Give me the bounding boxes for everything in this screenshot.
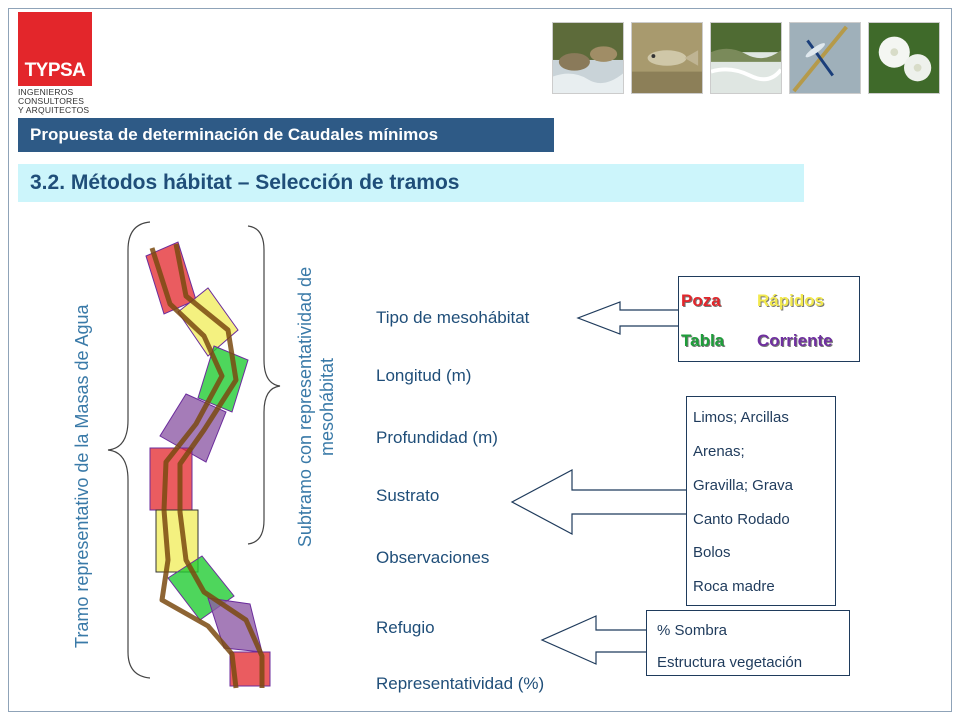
typsa-logo: TYPSA INGENIEROS CONSULTORES Y ARQUITECT… xyxy=(18,12,118,115)
slide-frame xyxy=(8,8,952,712)
logo-subtitle-line: INGENIEROS xyxy=(18,87,74,97)
logo-subtitle-line: Y ARQUITECTOS xyxy=(18,105,90,115)
attr-tipo-mesohabitat: Tipo de mesohábitat xyxy=(376,308,530,327)
subtramo-label: Subtramo con representatividad de mesohá… xyxy=(295,266,337,548)
fish-photo xyxy=(631,22,703,94)
sustrato-item: Gravilla; Grava xyxy=(693,477,794,494)
section-title-bar: 3.2. Métodos hábitat – Selección de tram… xyxy=(18,164,804,202)
attr-profundidad: Profundidad (m) xyxy=(376,428,498,447)
dragonfly-photo xyxy=(789,22,861,94)
right-brace xyxy=(247,225,281,545)
rapids-photo xyxy=(710,22,782,94)
logo-subtitle: INGENIEROS CONSULTORES Y ARQUITECTOS xyxy=(18,88,118,115)
meso-corriente: Corriente xyxy=(757,331,833,350)
sustrato-box: Limos; Arcillas Arenas; Gravilla; Grava … xyxy=(686,396,836,606)
attr-representatividad: Representatividad (%) xyxy=(376,674,545,693)
logo-red-square: TYPSA xyxy=(18,12,92,86)
logo-brand: TYPSA xyxy=(24,60,86,81)
sustrato-item: Limos; Arcillas xyxy=(693,409,789,426)
refugio-item: Estructura vegetación xyxy=(657,654,803,671)
meso-poza: Poza xyxy=(681,291,721,310)
left-brace xyxy=(107,221,151,679)
river-rocks-photo xyxy=(552,22,624,94)
tramo-label: Tramo representativo de la Masas de Agua xyxy=(72,304,92,648)
river-bank-right xyxy=(173,243,265,688)
segment-rapidos xyxy=(177,287,239,357)
refugio-item: % Sombra xyxy=(657,622,728,639)
attr-longitud: Longitud (m) xyxy=(376,366,472,385)
photo-strip xyxy=(552,22,940,94)
attr-refugio: Refugio xyxy=(376,618,435,637)
meso-rapidos: Rápidos xyxy=(757,291,825,310)
attr-observaciones: Observaciones xyxy=(376,548,490,567)
sustrato-item: Roca madre xyxy=(693,578,775,595)
white-flowers-photo xyxy=(868,22,940,94)
meso-tabla: Tabla xyxy=(681,331,725,350)
refugio-box: % Sombra Estructura vegetación xyxy=(646,610,850,676)
sustrato-item: Arenas; xyxy=(693,443,745,460)
sustrato-item: Bolos xyxy=(693,544,731,561)
mesohabitat-box: Poza Rápidos Tabla Corriente xyxy=(678,276,860,362)
sustrato-item: Canto Rodado xyxy=(693,511,790,528)
river-bank-left xyxy=(149,247,239,689)
logo-subtitle-line: CONSULTORES xyxy=(18,96,85,106)
slide-header-bar: Propuesta de determinación de Caudales m… xyxy=(18,118,554,152)
attr-sustrato: Sustrato xyxy=(376,486,440,505)
